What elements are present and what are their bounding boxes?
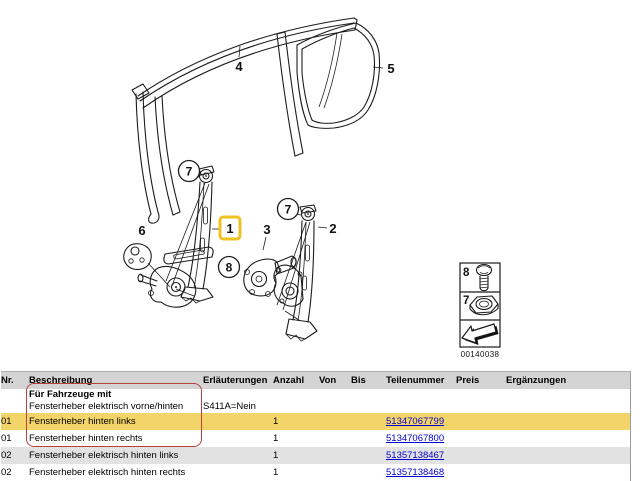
header-teilenummer: Teilenummer xyxy=(386,371,456,389)
group-subtitle: Fensterheber elektrisch vorne/hinten xyxy=(29,401,184,412)
header-erlaeuterungen: Erläuterungen xyxy=(203,371,273,389)
cell-desc: Fensterheber elektrisch hinten links xyxy=(29,447,203,464)
cell-nr: 02 xyxy=(1,447,29,464)
callout-part4[interactable]: 4 xyxy=(235,45,243,74)
table-row[interactable]: 01 Fensterheber hinten rechts 1 51347067… xyxy=(1,430,630,447)
table-row-group-header: Für Fahrzeuge mit Fensterheber elektrisc… xyxy=(1,389,630,413)
part-number-link[interactable]: 51357138468 xyxy=(386,467,445,478)
cell-desc: Fensterheber elektrisch hinten rechts xyxy=(29,467,186,478)
table-row[interactable]: 02 Fensterheber elektrisch hinten links … xyxy=(1,447,630,464)
window-regulator-right xyxy=(273,204,318,342)
cell-nr: 02 xyxy=(1,467,12,478)
part2-label[interactable]: 2 xyxy=(329,221,336,236)
header-ergaenzungen: Ergänzungen xyxy=(506,371,630,389)
parts-table-area: Nr. Beschreibung Erläuterungen Anzahl Vo… xyxy=(1,371,631,481)
box-nut-label: 7 xyxy=(463,295,469,307)
part-number-link[interactable]: 51347067800 xyxy=(386,433,445,444)
part5-label[interactable]: 5 xyxy=(387,61,394,76)
parts-table: Nr. Beschreibung Erläuterungen Anzahl Vo… xyxy=(1,371,631,481)
quarter-window-seal xyxy=(296,22,381,129)
group-note: S411A=Nein xyxy=(203,401,256,412)
cell-qty: 1 xyxy=(273,433,279,444)
cell-qty: 1 xyxy=(273,467,279,478)
header-preis: Preis xyxy=(456,371,506,389)
part8-label[interactable]: 8 xyxy=(226,261,233,275)
cell-desc: Fensterheber hinten links xyxy=(29,413,203,430)
part7a-label[interactable]: 7 xyxy=(186,165,193,179)
part4-label[interactable]: 4 xyxy=(235,59,243,74)
part1-label[interactable]: 1 xyxy=(226,221,233,236)
box-screw-label: 8 xyxy=(463,267,470,279)
window-frame-seal xyxy=(131,17,358,224)
header-anzahl: Anzahl xyxy=(273,371,319,389)
cell-qty: 1 xyxy=(273,413,319,430)
screw-icon xyxy=(475,263,493,292)
group-title: Für Fahrzeuge mit xyxy=(29,389,112,400)
parts-diagram: 4 5 6 3 2 7 7 8 1 8 xyxy=(123,17,501,359)
table-row-selected[interactable]: 01 Fensterheber hinten links 1 513470677… xyxy=(1,413,630,430)
crank-bracket-part6 xyxy=(123,243,171,288)
window-regulator-left xyxy=(137,165,215,308)
table-row[interactable]: 02 Fensterheber elektrisch hinten rechts… xyxy=(1,464,630,481)
diagram-image-number: 00140038 xyxy=(461,350,500,359)
nut-icon xyxy=(469,295,499,316)
callout-part5[interactable]: 5 xyxy=(372,61,395,76)
cell-nr: 01 xyxy=(1,433,12,444)
part7b-label[interactable]: 7 xyxy=(285,203,292,217)
header-von: Von xyxy=(319,371,351,389)
table-header-row: Nr. Beschreibung Erläuterungen Anzahl Vo… xyxy=(1,371,630,389)
part-number-link[interactable]: 51347067799 xyxy=(386,416,445,427)
callout-part1-selected[interactable]: 1 xyxy=(212,215,242,241)
callout-part2[interactable]: 2 xyxy=(317,221,337,236)
cell-desc: Fensterheber hinten rechts xyxy=(29,433,143,444)
part-number-link[interactable]: 51357138467 xyxy=(386,450,445,461)
cell-nr: 01 xyxy=(1,413,29,430)
callout-circled-7-left[interactable]: 7 xyxy=(177,159,203,183)
cell-qty: 1 xyxy=(273,447,319,464)
callout-circled-8[interactable]: 8 xyxy=(217,255,241,279)
header-bis: Bis xyxy=(351,371,386,389)
header-beschreibung: Beschreibung xyxy=(29,371,203,389)
window-motor xyxy=(243,255,297,297)
callout-part6[interactable]: 6 xyxy=(138,223,145,238)
part3-label[interactable]: 3 xyxy=(263,222,270,237)
fastener-legend-box: 8 7 xyxy=(459,262,501,348)
header-nr: Nr. xyxy=(1,371,29,389)
direction-arrow-icon xyxy=(461,323,499,345)
callout-part3[interactable]: 3 xyxy=(262,222,271,251)
callout-circled-7-right[interactable]: 7 xyxy=(276,197,302,221)
part6-label[interactable]: 6 xyxy=(138,223,145,238)
